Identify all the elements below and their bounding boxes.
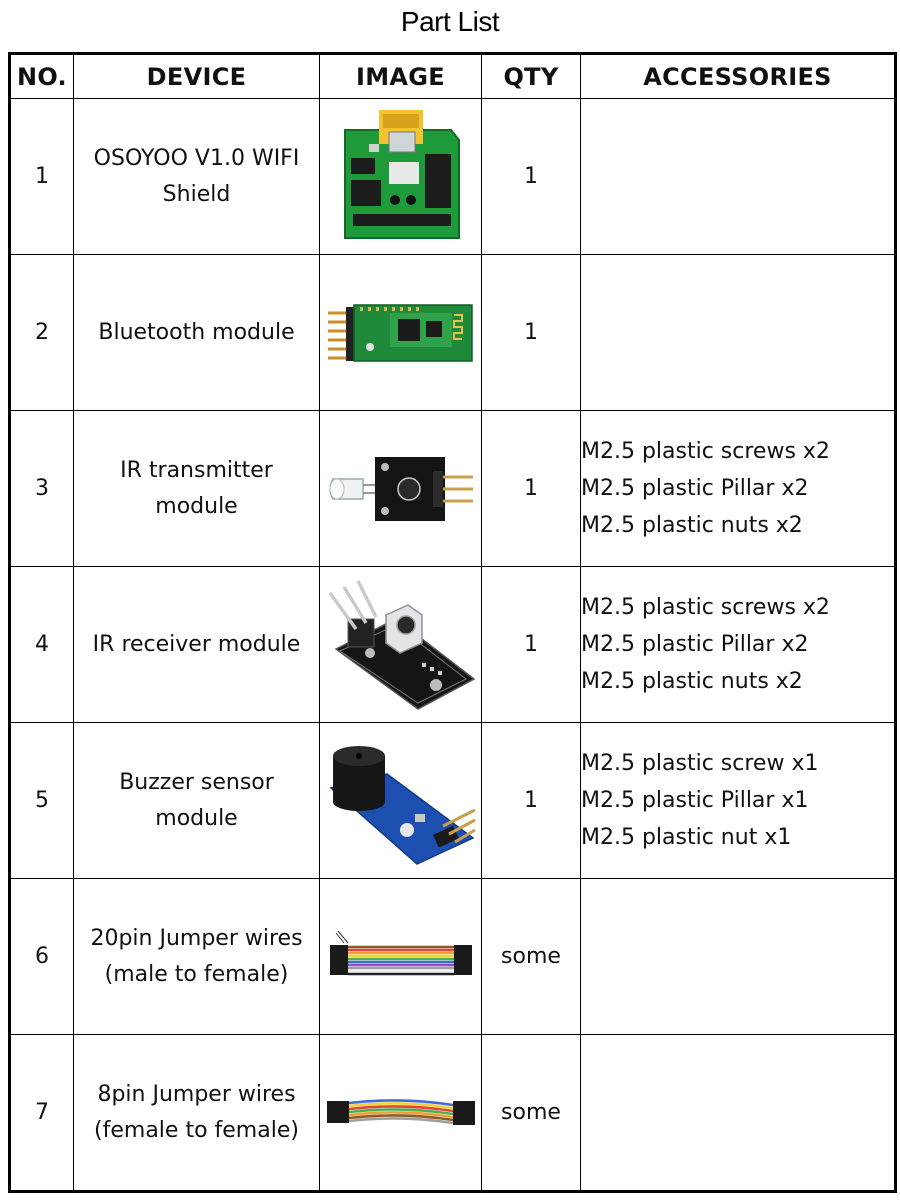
device-name: IR transmitter module [73, 410, 320, 567]
device-line: 20pin Jumper wires [90, 925, 303, 951]
accessory-item: M2.5 plastic screws x2 [581, 439, 830, 464]
accessory-item: M2.5 plastic nut x1 [581, 825, 792, 850]
header-accessories: ACCESSORIES [580, 53, 896, 99]
accessories: M2.5 plastic screws x2 M2.5 plastic Pill… [580, 566, 896, 723]
jumper-wires-icon [326, 1098, 475, 1125]
row-number: 5 [9, 722, 74, 879]
table-row: 3 IR transmitter module [9, 410, 896, 567]
device-line: (female to female) [94, 1117, 299, 1143]
device-name: 8pin Jumper wires (female to female) [73, 1034, 320, 1192]
quantity: some [481, 1034, 581, 1192]
quantity: 1 [481, 722, 581, 879]
quantity: 1 [481, 98, 581, 255]
header-qty: QTY [481, 53, 581, 99]
device-image [319, 98, 482, 255]
accessory-item: M2.5 plastic Pillar x2 [581, 632, 809, 657]
device-name: OSOYOO V1.0 WIFI Shield [73, 98, 320, 255]
part-list-table: NO. DEVICE IMAGE QTY ACCESSORIES 1 OSOYO… [8, 52, 897, 1193]
quantity: 1 [481, 254, 581, 411]
device-line: Shield [162, 181, 231, 207]
table-row: 4 IR receiver module [9, 566, 896, 723]
table-row: 1 OSOYOO V1.0 WIFI Shield [9, 98, 896, 255]
device-image [319, 878, 482, 1035]
device-image [319, 254, 482, 411]
accessories: M2.5 plastic screws x2 M2.5 plastic Pill… [580, 410, 896, 567]
accessories [580, 254, 896, 411]
accessories [580, 98, 896, 255]
row-number: 3 [9, 410, 74, 567]
device-line: 8pin Jumper wires [97, 1081, 296, 1107]
accessory-item: M2.5 plastic Pillar x1 [581, 788, 809, 813]
device-line: IR transmitter [120, 457, 273, 483]
row-number: 4 [9, 566, 74, 723]
header-device: DEVICE [73, 53, 320, 99]
table-row: 7 8pin Jumper wires (female to female) [9, 1034, 896, 1192]
device-image [319, 722, 482, 879]
jumper-wires-icon [329, 930, 472, 975]
ir-receiver-icon [328, 579, 475, 710]
header-no: NO. [9, 53, 74, 99]
accessory-item: M2.5 plastic screws x2 [581, 595, 830, 620]
row-number: 6 [9, 878, 74, 1035]
quantity: 1 [481, 410, 581, 567]
device-image [319, 566, 482, 723]
header-image: IMAGE [319, 53, 482, 99]
device-line: IR receiver module [92, 631, 301, 657]
device-name: IR receiver module [73, 566, 320, 723]
device-name: Bluetooth module [73, 254, 320, 411]
accessory-item: M2.5 plastic screw x1 [581, 751, 819, 776]
accessories: M2.5 plastic screw x1 M2.5 plastic Pilla… [580, 722, 896, 879]
ir-transmitter-icon [328, 456, 473, 521]
accessory-item: M2.5 plastic Pillar x2 [581, 476, 809, 501]
quantity: 1 [481, 566, 581, 723]
device-line: OSOYOO V1.0 WIFI [93, 145, 300, 171]
device-line: Buzzer sensor [119, 769, 274, 795]
accessories [580, 1034, 896, 1192]
row-number: 7 [9, 1034, 74, 1192]
buzzer-module-icon [328, 745, 476, 865]
table-row: 5 Buzzer sensor module [9, 722, 896, 879]
table-header-row: NO. DEVICE IMAGE QTY ACCESSORIES [9, 53, 896, 99]
device-image [319, 1034, 482, 1192]
accessories [580, 878, 896, 1035]
device-line: module [155, 493, 238, 519]
wifi-shield-icon [343, 109, 460, 239]
device-line: Bluetooth module [98, 319, 295, 345]
row-number: 2 [9, 254, 74, 411]
device-line: (male to female) [104, 961, 289, 987]
table-row: 6 20pin Jumper wires (male to female) [9, 878, 896, 1035]
device-name: 20pin Jumper wires (male to female) [73, 878, 320, 1035]
accessory-item: M2.5 plastic nuts x2 [581, 513, 803, 538]
bluetooth-module-icon [327, 303, 473, 362]
row-number: 1 [9, 98, 74, 255]
device-image [319, 410, 482, 567]
accessory-item: M2.5 plastic nuts x2 [581, 669, 803, 694]
quantity: some [481, 878, 581, 1035]
device-line: module [155, 805, 238, 831]
page-title: Part List [400, 6, 500, 37]
table-row: 2 Bluetooth module [9, 254, 896, 411]
device-name: Buzzer sensor module [73, 722, 320, 879]
